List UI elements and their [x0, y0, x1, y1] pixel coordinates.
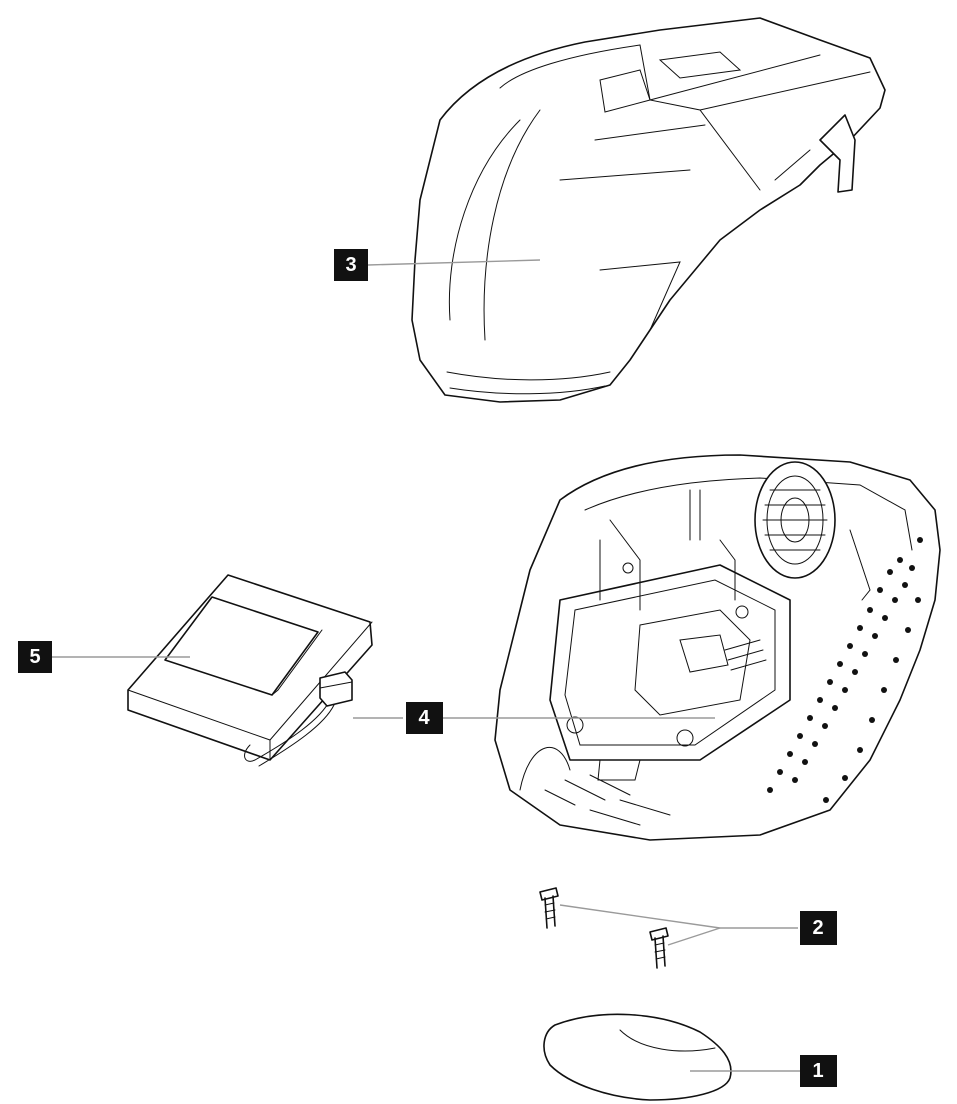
screws — [539, 887, 669, 969]
callout-3: 3 — [334, 249, 368, 281]
callout-2-label: 2 — [812, 917, 823, 939]
callout-5: 5 — [18, 641, 52, 673]
callout-4-label: 4 — [418, 707, 430, 729]
callout-4: 4 — [406, 702, 443, 734]
leader-lines — [52, 259, 800, 1072]
glide-pad — [543, 1013, 732, 1101]
callout-2: 2 — [800, 911, 837, 945]
vent-pattern — [767, 537, 923, 803]
callout-5-label: 5 — [29, 646, 40, 668]
callout-3-label: 3 — [345, 254, 356, 276]
callout-1: 1 — [800, 1055, 837, 1087]
callout-1-label: 1 — [812, 1060, 823, 1082]
top-shell — [411, 17, 886, 403]
battery — [127, 574, 373, 767]
base-housing — [494, 454, 941, 841]
